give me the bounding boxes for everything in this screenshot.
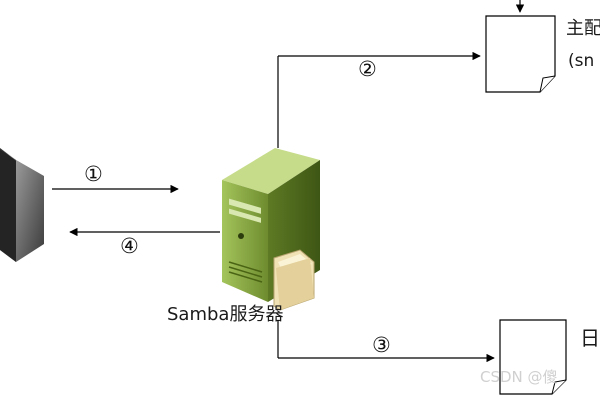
config-document-icon: [485, 0, 556, 93]
step-3-label: ③: [372, 333, 391, 357]
config-label-line2: (sn: [568, 51, 594, 71]
server-label: Samba服务器: [167, 304, 283, 325]
step-4-label: ④: [120, 234, 139, 258]
client-computer-icon: [0, 148, 44, 262]
log-label: 日: [580, 326, 600, 350]
shared-folder-icon: [273, 249, 315, 311]
step-2-label: ②: [358, 57, 377, 81]
step-1-label: ①: [84, 162, 103, 186]
watermark-text: CSDN @傻: [480, 368, 558, 386]
log-document-icon: [499, 319, 567, 395]
config-label-line1: 主配: [566, 18, 600, 39]
